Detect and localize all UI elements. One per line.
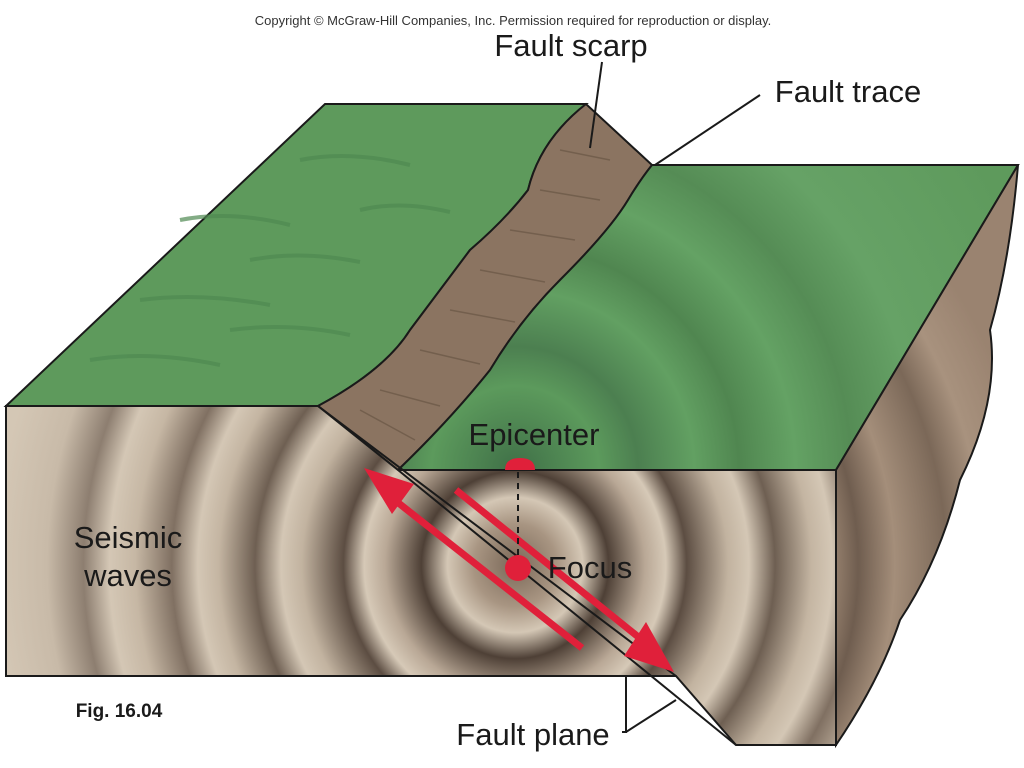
block-side-face: [835, 164, 1019, 749]
fault-plane-leader-2: [625, 699, 677, 733]
downthrown-block-surface: [395, 164, 1020, 471]
fault-plane-line-2: [397, 469, 737, 746]
fault-plane-line: [317, 405, 677, 677]
focus-label: Focus: [548, 550, 632, 585]
scarp-texture: [359, 149, 611, 441]
focus-marker: [505, 555, 531, 581]
epicenter-marker: [505, 458, 535, 470]
copyright-notice: Copyright © McGraw-Hill Companies, Inc. …: [255, 13, 772, 28]
grass-texture: [89, 154, 451, 367]
fault-plane-leader: [622, 676, 627, 733]
fault-scarp-label: Fault scarp: [494, 28, 647, 63]
slip-arrow-down: [453, 487, 674, 672]
seismic-waves-label-line2: waves: [83, 558, 172, 593]
fault-scarp-leader: [589, 61, 603, 149]
figure-number: Fig. 16.04: [76, 701, 163, 722]
fault-trace-leader: [654, 94, 761, 166]
slip-arrow-up: [364, 468, 585, 651]
fault-trace-label: Fault trace: [775, 74, 921, 109]
seismic-waves-label-line1: Seismic: [74, 520, 183, 555]
fault-plane-label: Fault plane: [456, 717, 609, 752]
epicenter-label: Epicenter: [469, 417, 600, 452]
